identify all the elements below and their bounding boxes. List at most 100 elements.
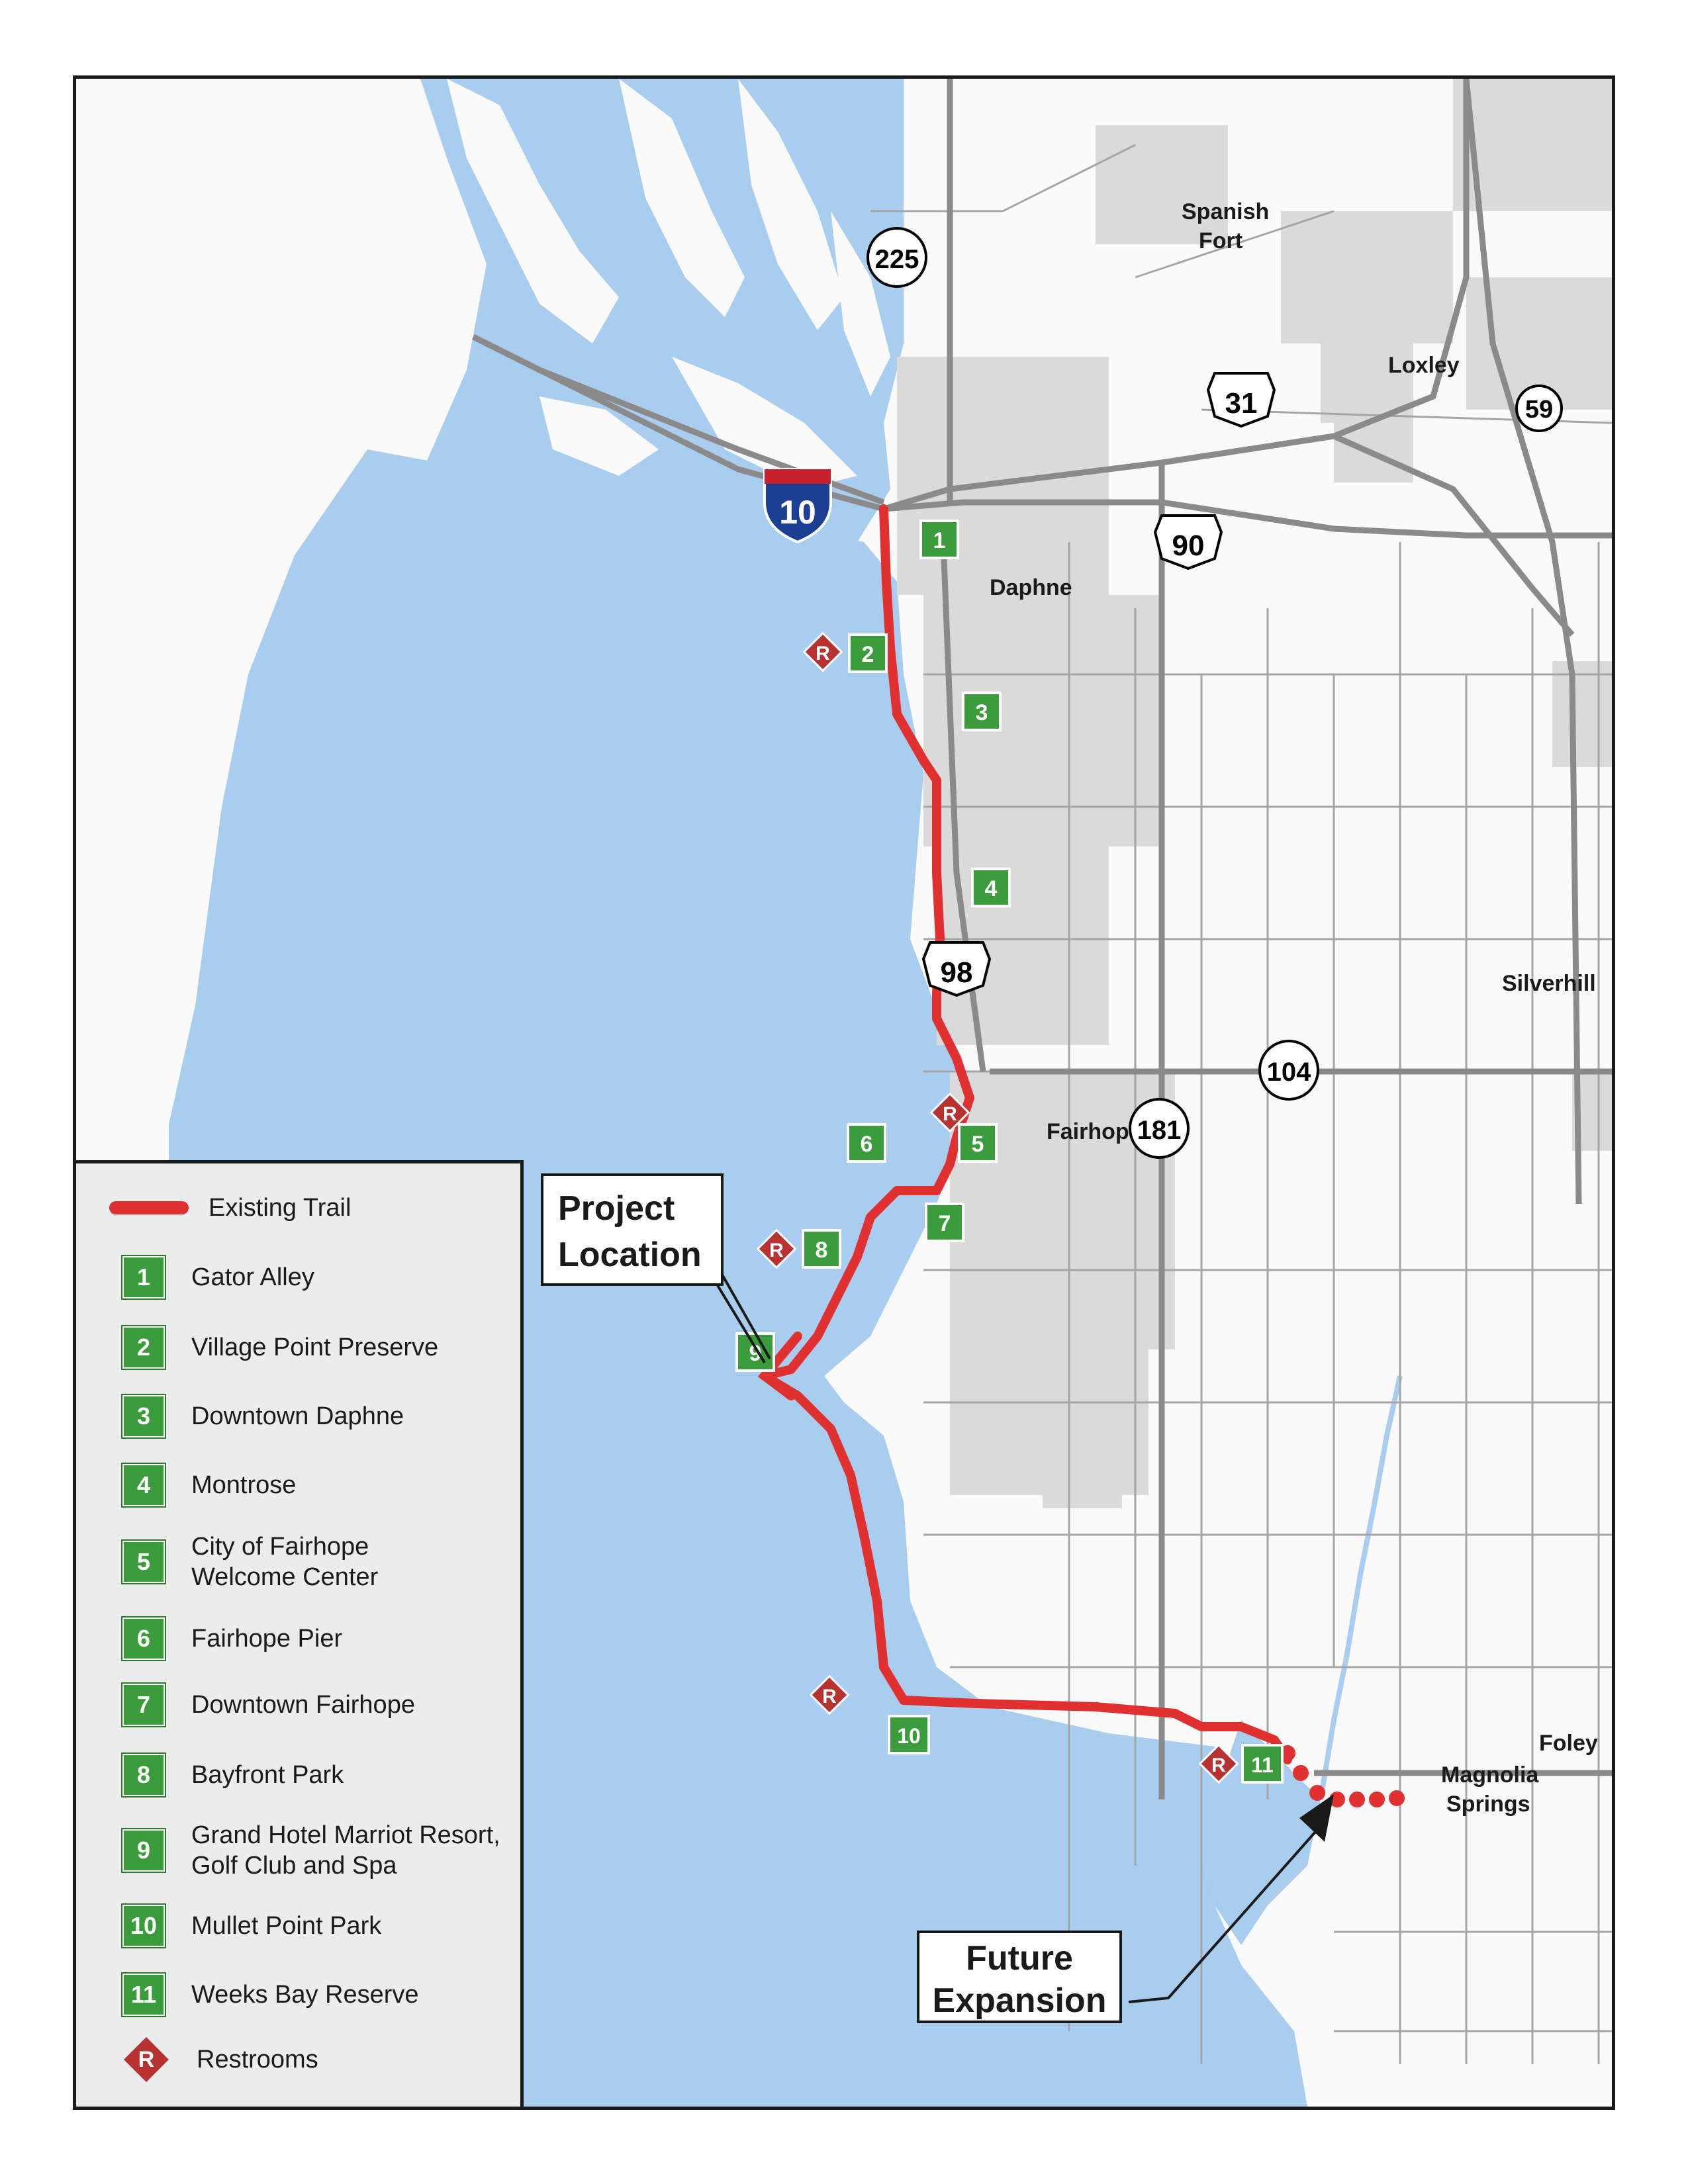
legend-row-restrooms: R Restrooms [122, 2037, 318, 2082]
legend-label-9b: Golf Club and Spa [191, 1852, 397, 1880]
fish-river [1318, 1375, 1403, 1800]
restroom-icon: R [124, 2037, 169, 2082]
trail-marker-4[interactable]: 4 [971, 868, 1011, 907]
state-225-shield[interactable]: 225 [867, 227, 927, 288]
legend-marker-9: 9 [122, 1829, 165, 1872]
trail-marker-6[interactable]: 6 [847, 1123, 886, 1163]
legend-label-restrooms: Restrooms [197, 2046, 318, 2073]
svg-text:104: 104 [1267, 1058, 1311, 1087]
svg-text:3: 3 [976, 700, 988, 725]
restroom-marker-daphne[interactable]: R [802, 631, 843, 672]
future-expansion-line2: Expansion [932, 1981, 1107, 2020]
place-label-springs: Springs [1446, 1792, 1530, 1817]
future-expansion-leader [1128, 1825, 1322, 2003]
legend-marker-4: 4 [122, 1464, 165, 1506]
trail-marker-11[interactable]: 11 [1241, 1744, 1284, 1784]
svg-text:59: 59 [1525, 396, 1553, 424]
restroom-marker-fairhope[interactable]: R [929, 1092, 970, 1133]
legend-label-11: Weeks Bay Reserve [191, 1981, 419, 2009]
restroom-marker-mullet-point[interactable]: R [809, 1674, 850, 1715]
legend-row-7: 7 Downtown Fairhope [122, 1684, 415, 1726]
place-label-spanish: Spanish [1182, 199, 1269, 224]
trail-marker-9[interactable]: 9 [735, 1332, 775, 1372]
legend-label-2: Village Point Preserve [191, 1334, 439, 1361]
legend-row-4: 4 Montrose [122, 1464, 296, 1506]
interstate-10-shield[interactable]: 10 [763, 468, 832, 544]
place-label-silverhill: Silverhill [1502, 971, 1596, 996]
restroom-marker-bayfront[interactable]: R [756, 1228, 797, 1269]
svg-text:R: R [1211, 1754, 1226, 1776]
project-location-callout: Project Location [541, 1173, 724, 1286]
trail-marker-2[interactable]: 2 [848, 633, 888, 673]
legend-label-1: Gator Alley [191, 1263, 314, 1291]
trail-marker-1[interactable]: 1 [919, 520, 959, 559]
future-expansion-arrow-icon [1299, 1794, 1334, 1842]
svg-text:98: 98 [941, 956, 973, 989]
svg-text:1: 1 [933, 528, 946, 553]
trail-marker-10[interactable]: 10 [888, 1715, 930, 1754]
svg-text:31: 31 [1225, 387, 1258, 420]
legend-marker-1: 1 [122, 1256, 165, 1298]
svg-text:R: R [943, 1103, 957, 1125]
legend-row-10: 10 Mullet Point Park [122, 1905, 381, 1947]
us-98-shield[interactable]: 98 [921, 941, 992, 997]
legend-label-8: Bayfront Park [191, 1761, 344, 1789]
weeks-bay-water [1201, 1720, 1321, 1945]
trail-marker-3[interactable]: 3 [962, 692, 1002, 731]
trail-marker-7[interactable]: 7 [925, 1203, 964, 1242]
legend-row-5: 5 City of Fairhope Welcome Center [122, 1531, 378, 1592]
us-31-shield[interactable]: 31 [1206, 372, 1276, 428]
legend-label-trail: Existing Trail [209, 1194, 352, 1222]
legend-marker-6: 6 [122, 1617, 165, 1660]
future-expansion-callout: Future Expansion [917, 1931, 1122, 2023]
trail-marker-8[interactable]: 8 [802, 1229, 841, 1269]
state-181-shield[interactable]: 181 [1129, 1098, 1190, 1159]
legend-label-5b: Welcome Center [191, 1563, 379, 1591]
place-label-fort: Fort [1199, 228, 1243, 253]
legend-marker-7: 7 [122, 1684, 165, 1726]
legend-marker-3: 3 [122, 1395, 165, 1437]
local-roads [870, 144, 1612, 2064]
legend-marker-8: 8 [122, 1754, 165, 1796]
place-label-foley: Foley [1539, 1731, 1598, 1756]
existing-trail-line [760, 504, 1292, 1764]
legend-marker-10: 10 [122, 1905, 165, 1947]
project-location-line2: Location [558, 1236, 702, 1274]
legend-label-9: Grand Hotel Marriot Resort, [191, 1821, 500, 1849]
svg-text:6: 6 [861, 1132, 873, 1157]
legend-label-6: Fairhope Pier [191, 1625, 343, 1653]
legend-label-3: Downtown Daphne [191, 1402, 404, 1430]
svg-text:11: 11 [1251, 1753, 1274, 1777]
svg-text:181: 181 [1137, 1116, 1182, 1145]
svg-text:10: 10 [897, 1724, 921, 1748]
legend-label-4: Montrose [191, 1471, 297, 1499]
us-90-shield[interactable]: 90 [1153, 514, 1223, 570]
legend-row-1: 1 Gator Alley [122, 1256, 314, 1298]
svg-text:5: 5 [972, 1132, 984, 1157]
place-label-daphne: Daphne [990, 575, 1072, 600]
state-59-shield[interactable]: 59 [1515, 385, 1563, 432]
legend-row-3: 3 Downtown Daphne [122, 1395, 404, 1437]
place-label-magnolia: Magnolia [1441, 1762, 1539, 1788]
state-104-shield[interactable]: 104 [1258, 1040, 1319, 1101]
legend-row-2: 2 Village Point Preserve [122, 1326, 438, 1369]
svg-text:R: R [769, 1240, 784, 1261]
svg-text:R: R [822, 1686, 837, 1707]
legend-row-8: 8 Bayfront Park [122, 1754, 344, 1796]
legend-label-10: Mullet Point Park [191, 1912, 382, 1940]
place-label-fairhope: Fairhope [1047, 1119, 1142, 1144]
delta-islands [447, 79, 890, 489]
restroom-marker-weeks-bay[interactable]: R [1198, 1743, 1239, 1784]
future-expansion-line1: Future [966, 1939, 1073, 1978]
legend-row-11: 11 Weeks Bay Reserve [122, 1974, 419, 2016]
trail-marker-5[interactable]: 5 [958, 1123, 998, 1163]
place-label-loxley: Loxley [1388, 353, 1460, 378]
legend-label-5: City of Fairhope [191, 1533, 369, 1561]
svg-text:7: 7 [939, 1211, 951, 1236]
svg-text:8: 8 [816, 1238, 828, 1263]
legend-marker-2: 2 [122, 1326, 165, 1369]
legend-row-9: 9 Grand Hotel Marriot Resort, Golf Club … [122, 1820, 500, 1881]
map-legend: Existing Trail 1 Gator Alley 2 Village P… [76, 1160, 524, 2107]
svg-text:2: 2 [862, 642, 874, 667]
svg-text:4: 4 [985, 876, 998, 901]
